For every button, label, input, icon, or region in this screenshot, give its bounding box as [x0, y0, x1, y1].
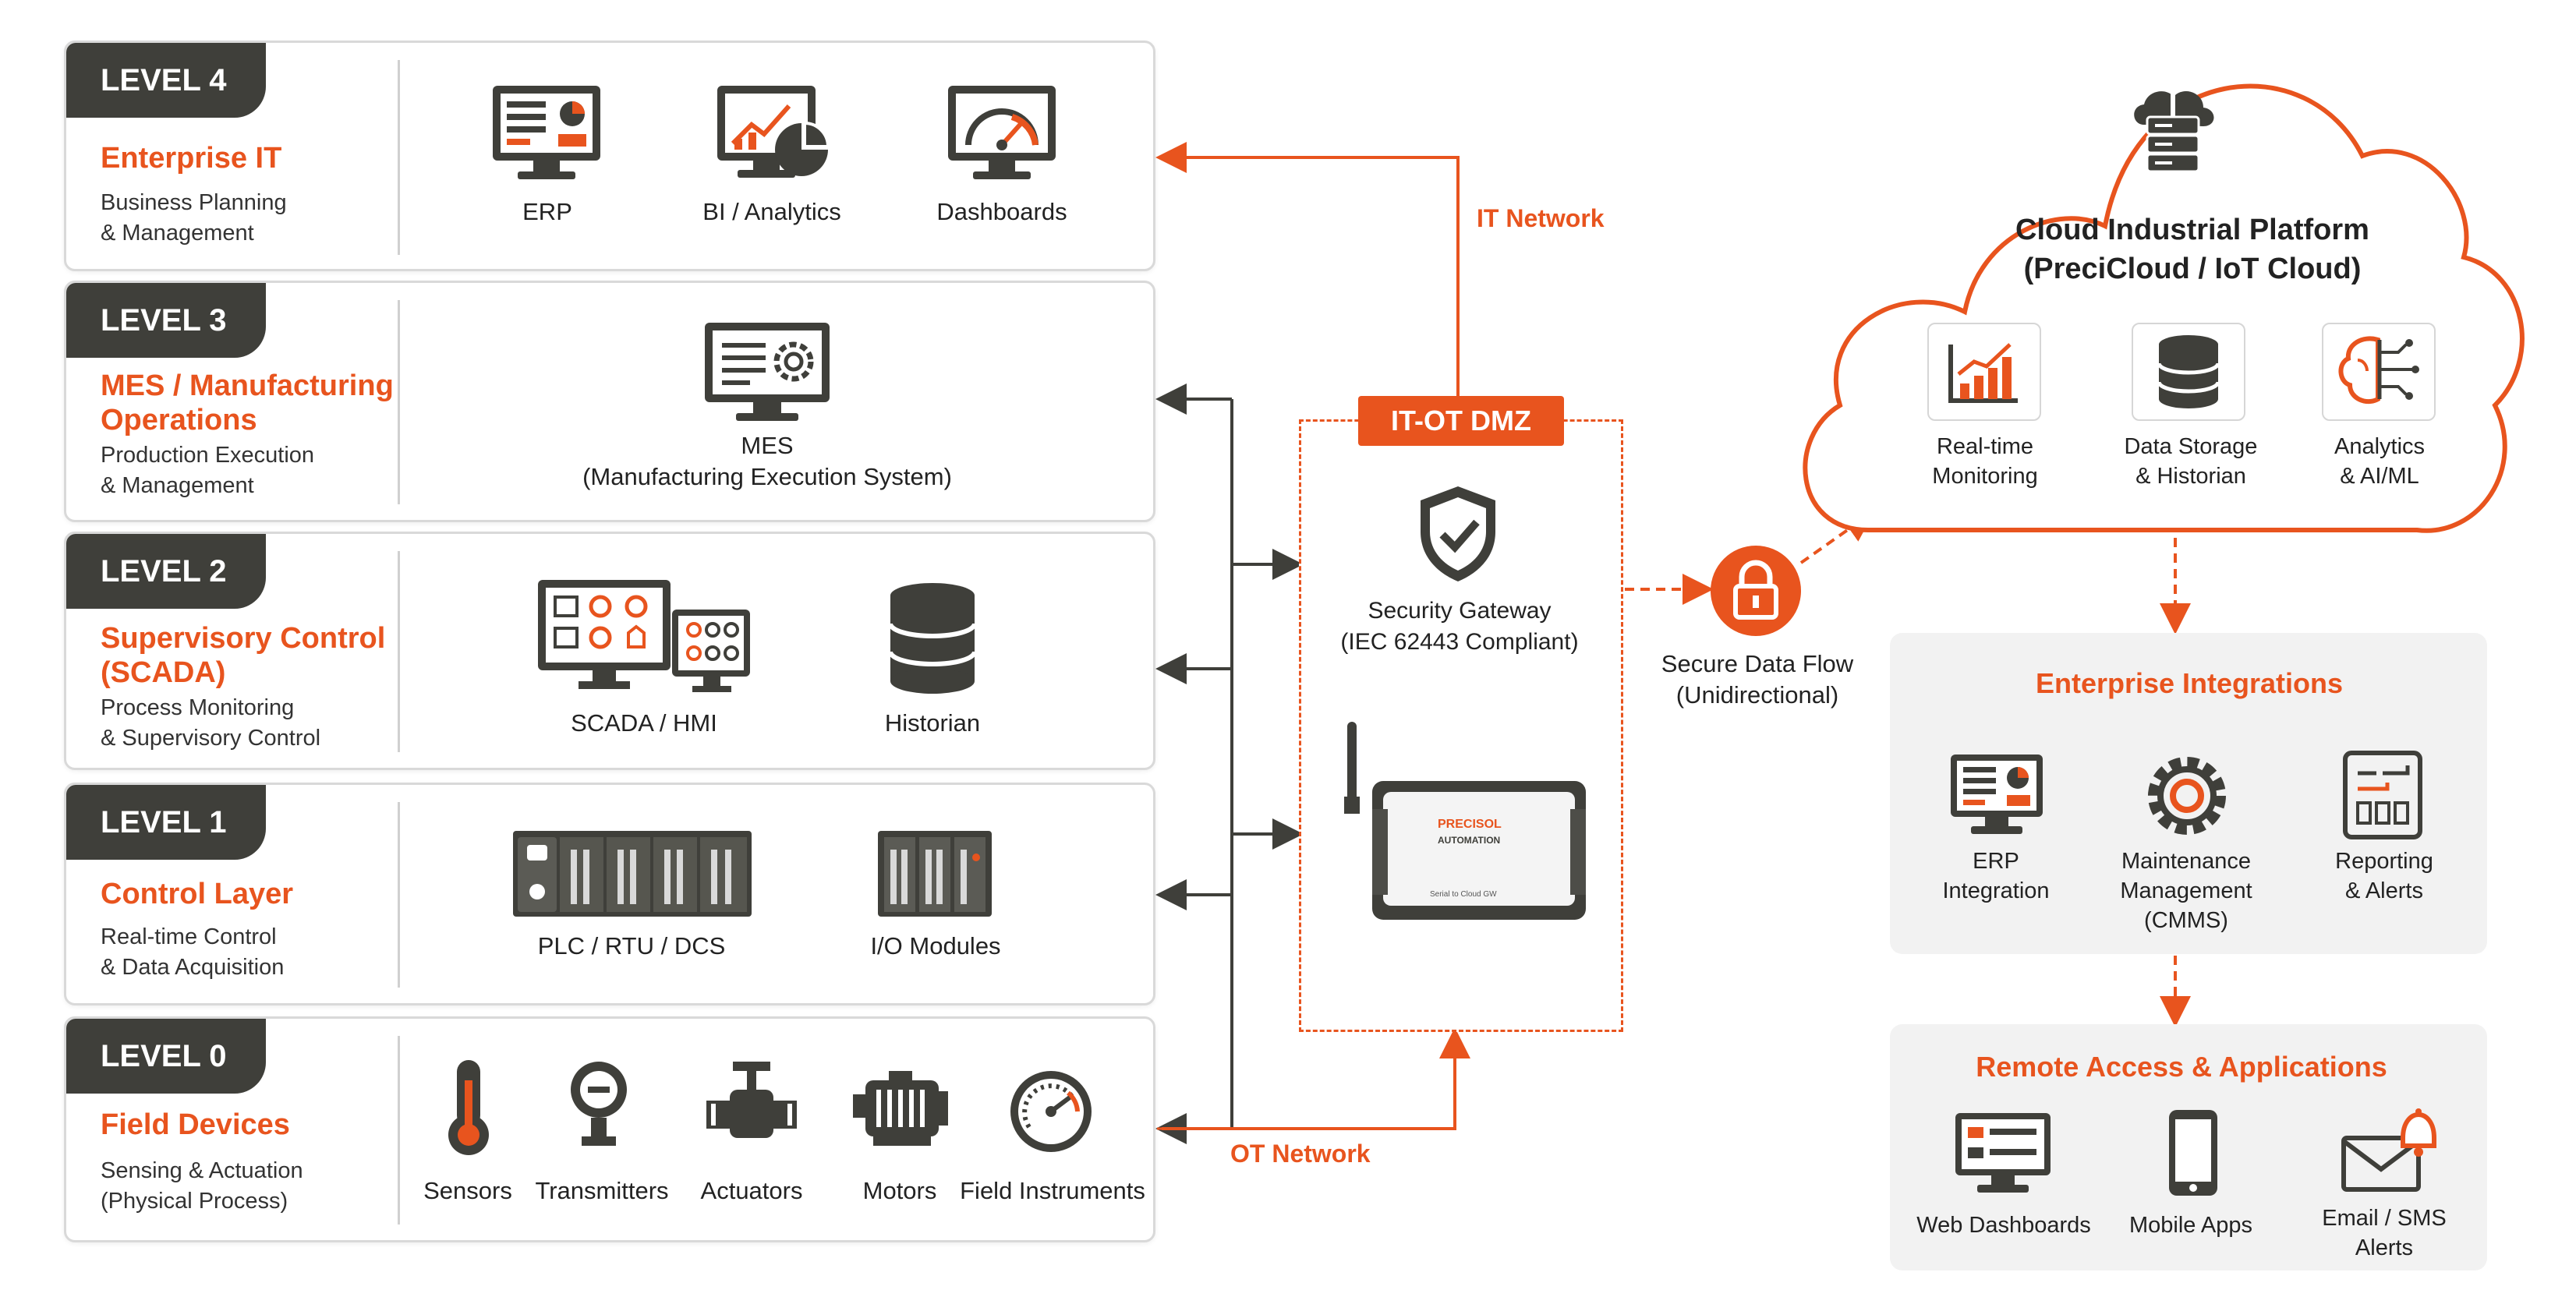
mes-monitor-gear-icon: [705, 323, 830, 421]
email-bell-icon: [2341, 1108, 2436, 1192]
cloud-title: Cloud Industrial Platform(PreciCloud / I…: [2015, 214, 2369, 285]
level-0-panel: LEVEL 0 Field Devices Sensing & Actuatio…: [64, 1016, 1155, 1242]
cloud-tile: [2132, 323, 2245, 421]
secure-data-flow-caption: Secure Data Flow(Unidirectional): [1661, 650, 1854, 709]
remote-item-caption: Web Dashboards: [1916, 1213, 2091, 1238]
level-desc: Production Execution& Management: [101, 443, 315, 498]
level-name: Enterprise IT: [101, 142, 282, 175]
item-caption: MES(Manufacturing Execution System): [582, 432, 952, 490]
item-caption: Actuators: [700, 1177, 803, 1204]
item-caption: I/O Modules: [870, 932, 1001, 959]
item-caption: Historian: [884, 709, 981, 737]
field-instrument-gauge-icon: [1010, 1071, 1092, 1152]
level-desc: Business Planning& Management: [101, 190, 287, 246]
item-caption: BI / Analytics: [702, 198, 841, 225]
it-network-label: IT Network: [1477, 204, 1605, 232]
gateway-device-icon: PRECISOL AUTOMATION Serial to Cloud GW: [1344, 722, 1586, 920]
erp-integration-icon: [1951, 755, 2043, 834]
level-badge: LEVEL 3: [66, 283, 266, 358]
level-name: Supervisory Control(SCADA): [101, 622, 386, 689]
item-caption: PLC / RTU / DCS: [537, 932, 726, 959]
motor-icon: [853, 1071, 948, 1146]
dashboard-gauge-icon: [948, 86, 1056, 179]
cloud-server-icon: [2134, 87, 2214, 173]
ot-network-label: OT Network: [1230, 1140, 1371, 1168]
lock-icon: [1711, 546, 1801, 636]
report-icon: [2343, 751, 2422, 839]
remote-item-caption: Mobile Apps: [2129, 1213, 2252, 1238]
mobile-phone-icon: [2169, 1110, 2217, 1196]
item-caption: Transmitters: [535, 1177, 669, 1204]
item-caption: ERP: [522, 198, 572, 225]
enterprise-integrations-title: Enterprise Integrations: [2035, 667, 2344, 699]
item-caption: Motors: [862, 1177, 937, 1204]
level-badge: LEVEL 4: [66, 43, 266, 118]
database-icon: [2157, 335, 2220, 408]
level-name: Control Layer: [101, 878, 294, 910]
sensor-icon: [448, 1060, 489, 1155]
dmz-tag: IT-OT DMZ: [1358, 396, 1564, 446]
shield-check-icon: [1421, 486, 1495, 581]
gear-icon: [2148, 757, 2226, 835]
brain-ai-icon: [2338, 336, 2419, 405]
historian-database-icon: [888, 583, 977, 694]
level-desc: Real-time Control& Data Acquisition: [101, 924, 285, 980]
svg-text:Serial to Cloud GW: Serial to Cloud GW: [1430, 890, 1497, 899]
scada-hmi-icon: [538, 580, 750, 692]
level-desc: Sensing & Actuation(Physical Process): [101, 1158, 303, 1214]
erp-monitor-icon: [493, 86, 600, 179]
item-caption: Sensors: [423, 1177, 512, 1204]
level-name: Field Devices: [101, 1108, 290, 1141]
actuator-valve-icon: [706, 1062, 797, 1138]
cloud-tile: [2322, 323, 2436, 421]
io-modules-icon: [878, 831, 992, 917]
web-dashboard-icon: [1955, 1113, 2051, 1193]
cloud-tile: [1927, 323, 2041, 421]
gateway-caption: Security Gateway(IEC 62443 Compliant): [1340, 598, 1579, 655]
ot-network-line: [1162, 1027, 1470, 1130]
svg-text:PRECISOL: PRECISOL: [1438, 818, 1502, 831]
chart-icon: [1948, 343, 2018, 403]
item-caption: SCADA / HMI: [571, 709, 717, 737]
level-badge: LEVEL 0: [66, 1019, 266, 1094]
cloud-item-caption: Data Storage& Historian: [2124, 434, 2258, 489]
item-caption: Field Instruments: [960, 1177, 1145, 1204]
level-badge: LEVEL 2: [66, 534, 266, 609]
level-badge: LEVEL 1: [66, 785, 266, 860]
it-network-line: [1155, 142, 1460, 398]
transmitter-icon: [571, 1062, 627, 1146]
level-desc: Process Monitoring& Supervisory Control: [101, 695, 321, 751]
remote-access-title: Remote Access & Applications: [1976, 1051, 2387, 1083]
plc-rack-icon: [513, 831, 752, 917]
bi-analytics-icon: [717, 86, 830, 178]
svg-text:AUTOMATION: AUTOMATION: [1438, 835, 1500, 846]
item-caption: Dashboards: [936, 198, 1067, 225]
integration-item-caption: Reporting& Alerts: [2335, 849, 2433, 903]
level-1-panel: LEVEL 1 Control Layer Real-time Control&…: [64, 783, 1155, 1005]
cloud-item-caption: Analytics& AI/ML: [2334, 434, 2426, 489]
